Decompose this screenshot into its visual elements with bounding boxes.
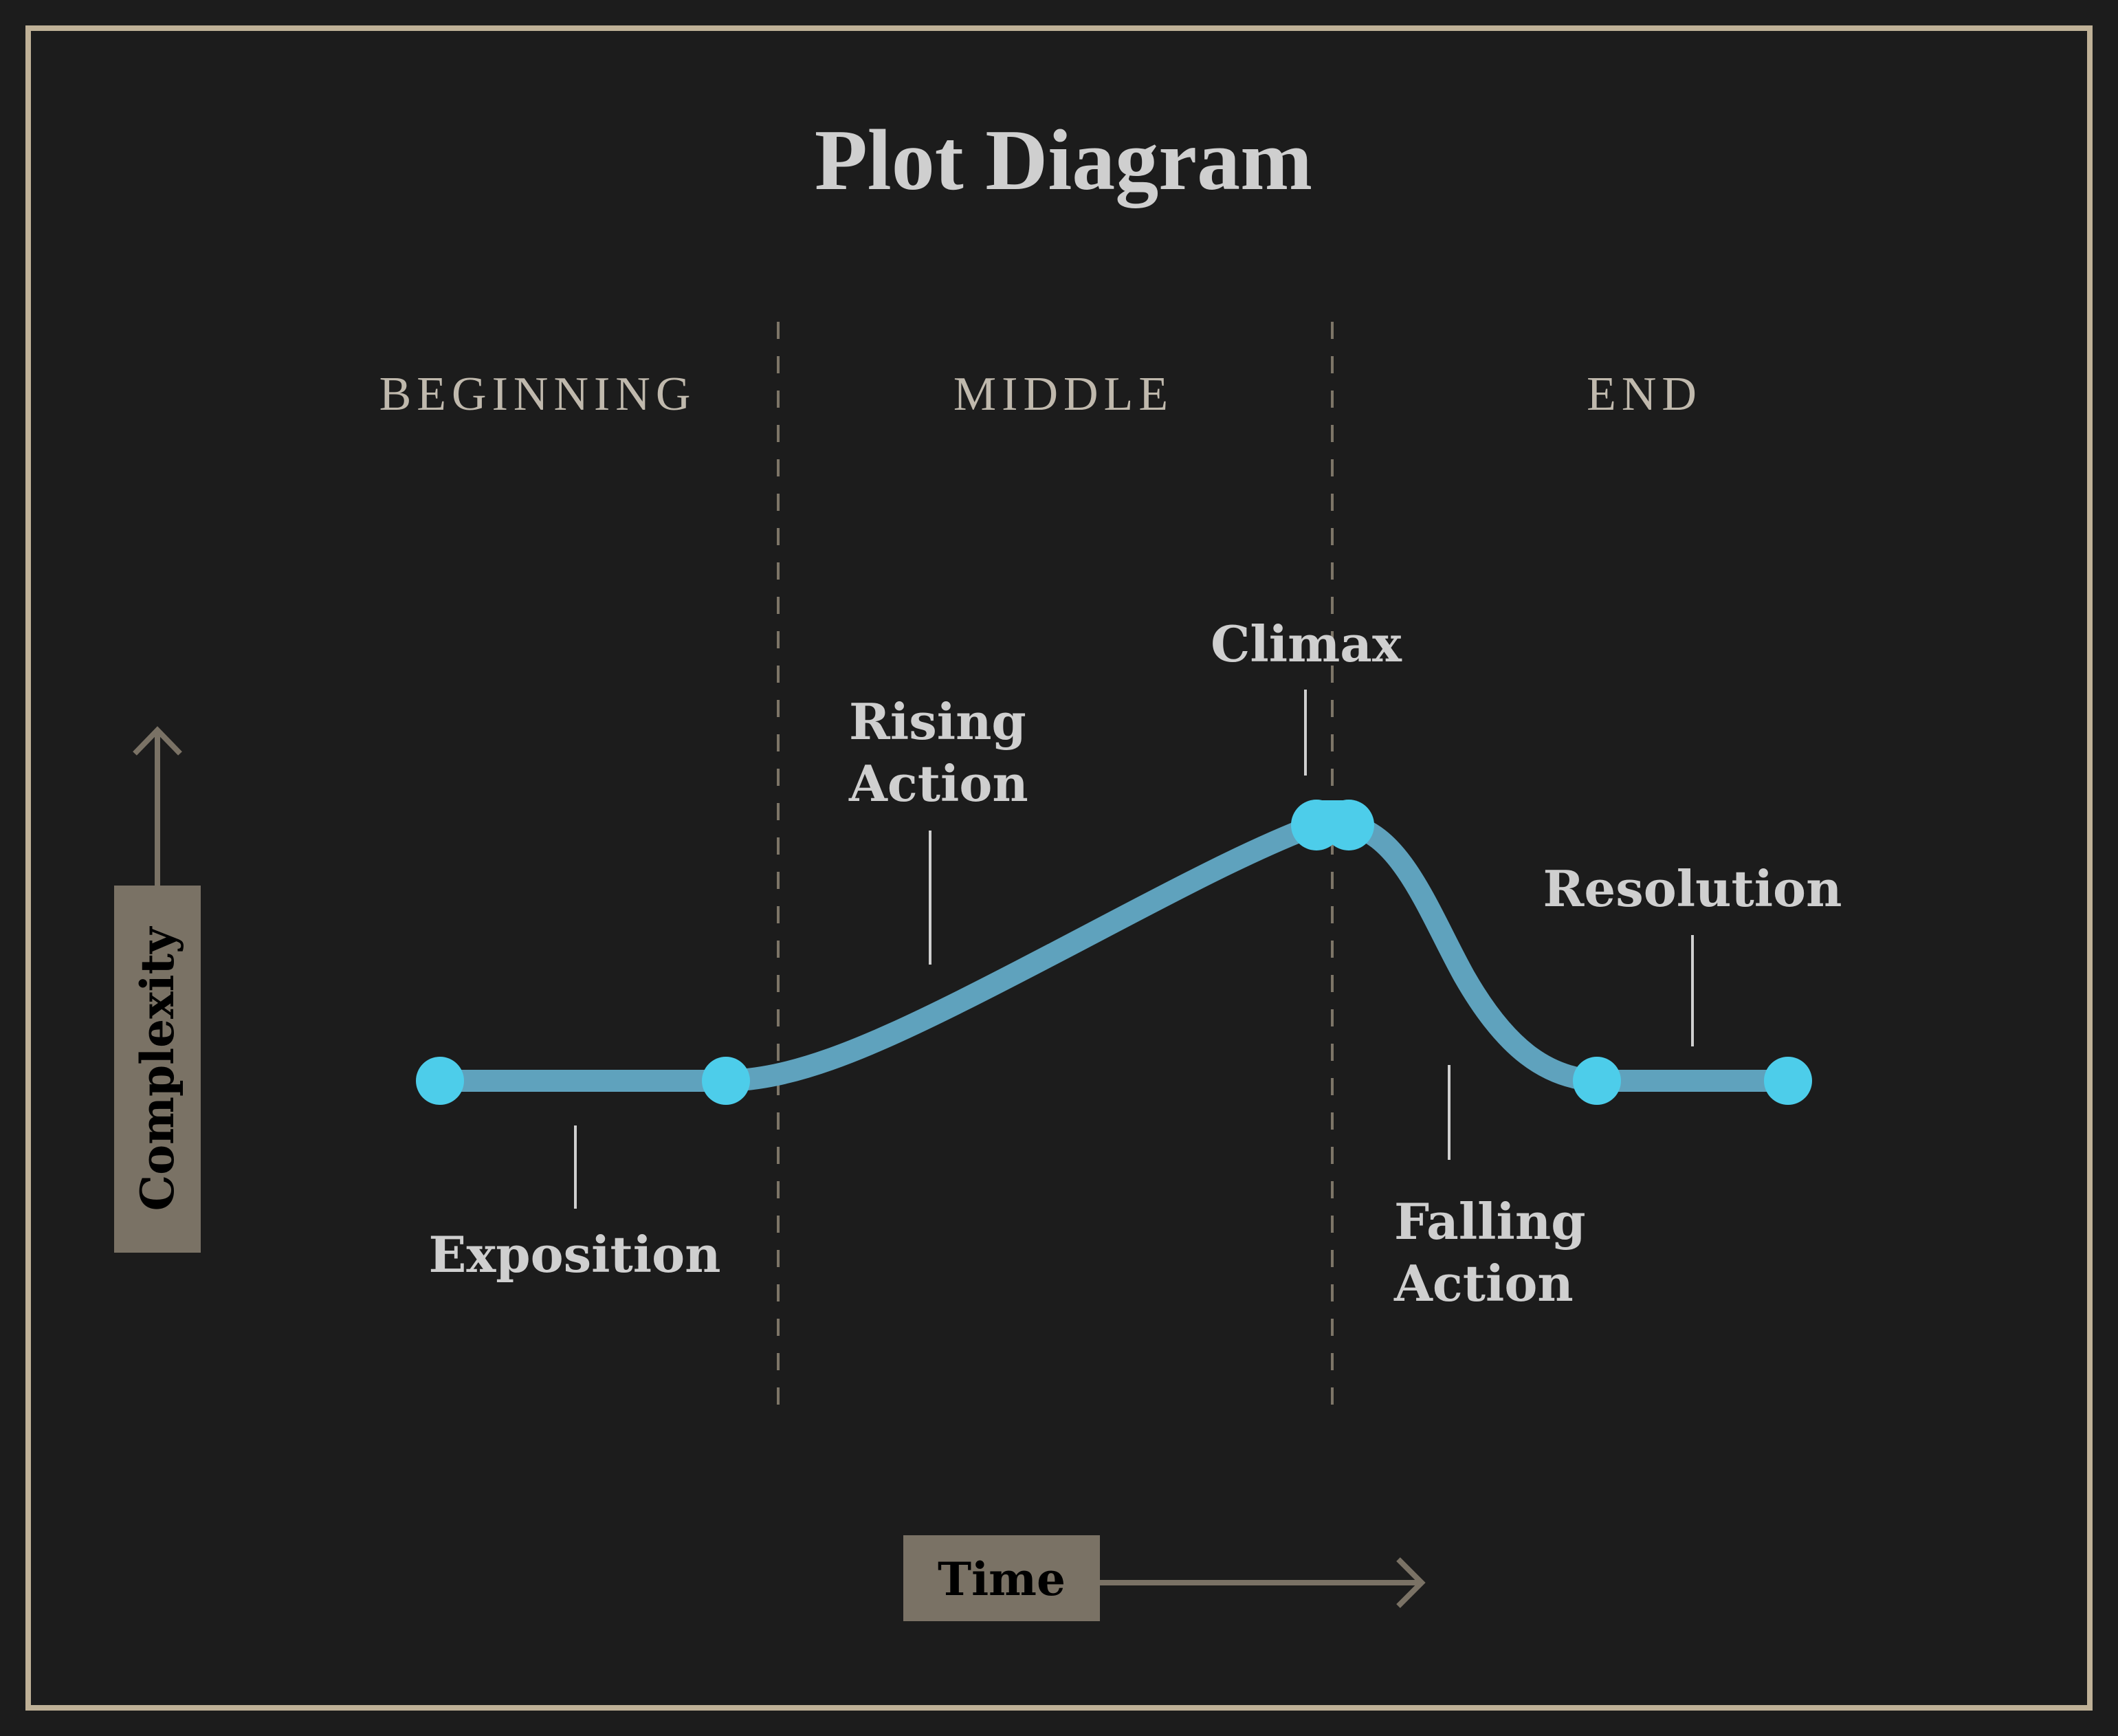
rising-action-segment: [715, 814, 1327, 1092]
label-falling-action: Falling Action: [1393, 1192, 1603, 1312]
label-rising-action: Rising Action: [848, 692, 1044, 813]
point-exposition-end: [702, 1057, 750, 1105]
arrow-up-icon: [133, 726, 182, 756]
point-exposition-start: [416, 1057, 464, 1105]
label-rising-action-line2: Action: [848, 754, 1028, 813]
leader-lines: [574, 690, 1694, 1209]
arrow-right-icon: [1396, 1557, 1426, 1608]
x-axis: Time: [903, 1535, 1426, 1621]
point-resolution-start: [1573, 1057, 1621, 1105]
y-axis: Complexity: [114, 726, 201, 1253]
diagram-title: Plot Diagram: [815, 113, 1312, 208]
falling-action-segment: [1338, 814, 1608, 1092]
y-axis-label: Complexity: [131, 926, 184, 1211]
section-beginning: BEGINNING: [379, 368, 696, 421]
frame-border: [25, 25, 2093, 1711]
y-axis-label-box: [114, 886, 201, 1253]
x-axis-label: Time: [938, 1552, 1066, 1606]
label-rising-action-line1: Rising: [849, 692, 1026, 751]
section-end: END: [1587, 368, 1702, 421]
point-climax: [1291, 800, 1374, 850]
point-resolution-end: [1764, 1057, 1812, 1105]
plot-curve: [429, 814, 1799, 1092]
label-resolution: Resolution: [1543, 859, 1842, 918]
label-falling-action-line2: Action: [1393, 1254, 1574, 1312]
label-falling-action-line1: Falling: [1394, 1192, 1586, 1251]
plot-points: [416, 800, 1812, 1105]
x-axis-label-box: [903, 1535, 1100, 1621]
label-climax: Climax: [1211, 615, 1402, 673]
label-exposition: Exposition: [428, 1225, 720, 1284]
section-middle: MIDDLE: [953, 368, 1173, 421]
